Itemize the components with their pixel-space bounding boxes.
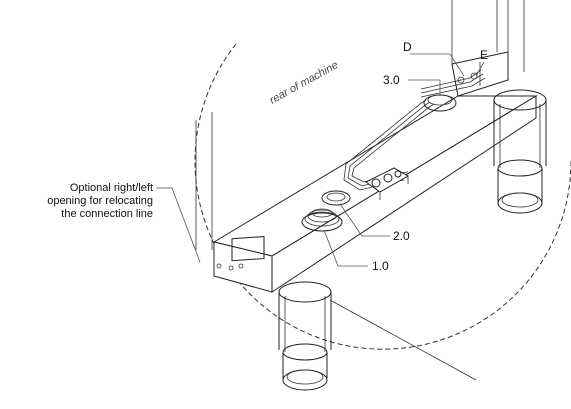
right-foot <box>493 89 547 214</box>
label-1-0: 1.0 <box>372 259 389 273</box>
label-e: E <box>480 48 488 62</box>
leader-lines <box>156 53 485 267</box>
hose-coil-1-0 <box>301 208 343 232</box>
label-d: D <box>403 40 412 54</box>
label-3-0: 3.0 <box>383 73 400 87</box>
left-foot <box>278 281 332 391</box>
label-2-0: 2.0 <box>393 229 410 243</box>
opening-annotation: Optional right/left opening for relocati… <box>47 182 153 220</box>
valve-block <box>365 167 410 200</box>
opening-annotation-line-3: the connection line <box>61 208 153 220</box>
opening-annotation-line-1: Optional right/left <box>70 182 153 194</box>
rear-of-machine-label: rear of machine <box>268 59 341 107</box>
opening-annotation-line-2: opening for relocating <box>47 195 153 207</box>
opening-2-0 <box>321 190 351 206</box>
floor-line <box>329 299 477 381</box>
base-beam <box>212 51 538 293</box>
